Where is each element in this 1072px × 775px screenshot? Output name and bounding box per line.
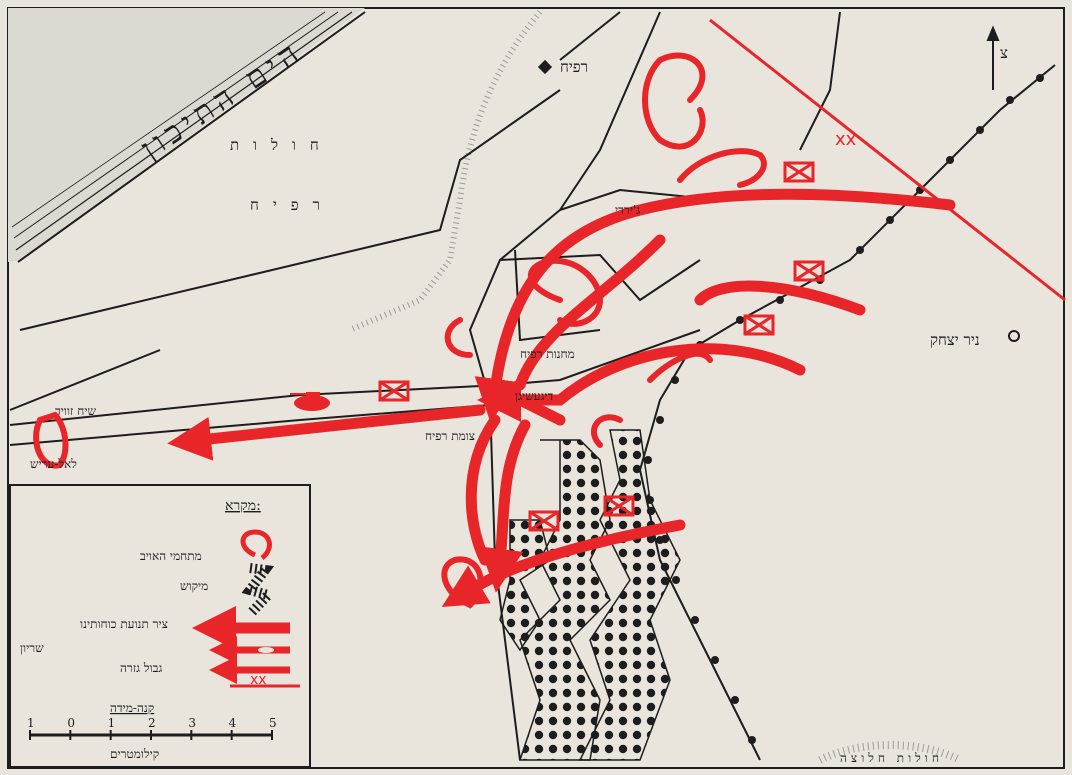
village-icon — [537, 59, 553, 75]
scale-tick-label: 1 — [108, 716, 116, 730]
sector-border: xx — [709, 18, 1066, 302]
scale-tick-label: 2 — [148, 716, 156, 730]
legend-item-enemy: מתחמי האויב — [140, 549, 202, 563]
scale-unit: קילומטרים — [110, 747, 159, 761]
shaikh-zuweid-label: שיח זוויד — [55, 404, 96, 418]
scale-tick-label: 3 — [188, 716, 196, 730]
rafah-junction-label: צומת רפיח — [425, 429, 475, 443]
scale-tick-label: 5 — [269, 716, 277, 730]
dune-stipple — [348, 10, 962, 764]
north-arrow-icon: צ — [986, 25, 1008, 90]
scale-tick-label: 0 — [67, 716, 75, 730]
railway — [19, 89, 561, 331]
legend-item-mines: מיקוש — [180, 579, 208, 593]
map-frame — [7, 7, 1065, 769]
scale-tick-label: 4 — [229, 716, 237, 730]
dunes-rafah-label: רפיח — [250, 196, 334, 214]
rafah-label: רפיח — [560, 58, 588, 76]
tank-icon — [290, 392, 330, 411]
svg-text:xx: xx — [835, 129, 857, 150]
scale-tick-label: 1 — [27, 716, 35, 730]
unit-symbol-icon — [378, 161, 825, 532]
svg-text:xx: xx — [250, 672, 267, 688]
scale-ticks: 1 0 1 2 3 4 5 — [27, 716, 277, 740]
legend-box: מקרא: מתחמי האויב מיקוש ציר תנועת כוחותי… — [9, 484, 311, 768]
halutza-dunes-label: חולות חלוצה — [840, 751, 943, 765]
legend-item-border: גבול גזרה — [120, 661, 162, 675]
legend-item-movement: ציר תנועת כוחותינו — [80, 617, 168, 631]
nir-yitzhak-label: ניר יצחק — [930, 331, 980, 349]
scale-title: קנה-מידה — [110, 701, 154, 715]
nir-yitzhak-marker — [1008, 330, 1020, 342]
el-arish-label: לאל-עריש — [30, 457, 77, 471]
legend-item-armor: שריון — [20, 641, 44, 655]
dunes-label: חולות — [230, 136, 333, 154]
movement-arrows — [167, 188, 956, 607]
road-label-left: דיגעשיגן — [515, 389, 554, 403]
rafah-camps-label: מחנות רפיח — [520, 347, 575, 361]
sea-area — [8, 8, 366, 263]
jiradi-label: ג'ירדי — [615, 203, 640, 217]
legend-title: מקרא: — [225, 498, 261, 514]
north-label: צ — [1000, 44, 1008, 62]
